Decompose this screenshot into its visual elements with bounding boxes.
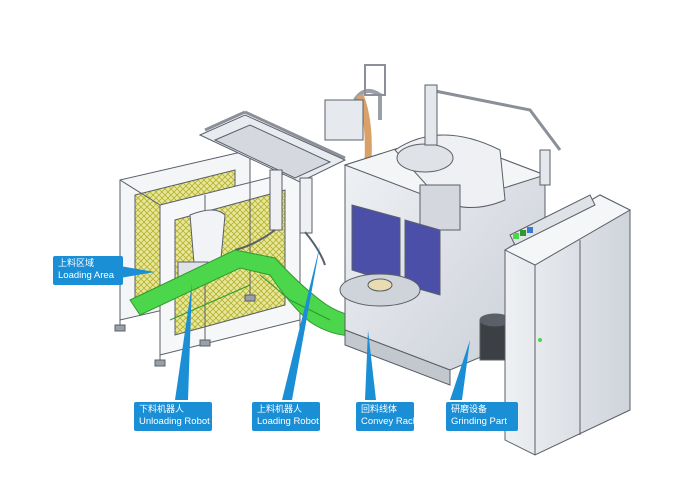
callout-loading-area: 上料区域 Loading Area	[53, 256, 123, 285]
callout-loading-robot: 上料机器人 Loading Robot	[252, 402, 320, 431]
callout-loading-robot-zh: 上料机器人	[257, 405, 303, 415]
electrical-cabinet	[503, 194, 632, 456]
grinding-machine	[324, 64, 562, 386]
callout-convey-rack-en: Convey Rack	[361, 416, 418, 427]
callout-unloading-robot-zh: 下料机器人	[139, 405, 185, 415]
callout-pointers	[120, 245, 470, 400]
callout-unloading-robot-en: Unloading Robot	[139, 416, 210, 427]
callout-unloading-robot: 下料机器人 Unloading Robot	[134, 402, 212, 431]
callout-grinding-part-en: Grinding Part	[451, 416, 507, 427]
callout-grinding-part: 研磨设备 Grinding Part	[446, 402, 518, 431]
callout-convey-rack-zh: 回料线体	[361, 405, 398, 415]
callout-convey-rack: 回料线体 Convey Rack	[356, 402, 418, 431]
robot-gantry	[177, 110, 347, 279]
callout-loading-area-en: Loading Area	[58, 270, 114, 281]
callout-grinding-part-zh: 研磨设备	[451, 405, 488, 415]
callout-loading-area-zh: 上料区域	[58, 259, 95, 269]
callout-loading-robot-en: Loading Robot	[257, 416, 319, 427]
